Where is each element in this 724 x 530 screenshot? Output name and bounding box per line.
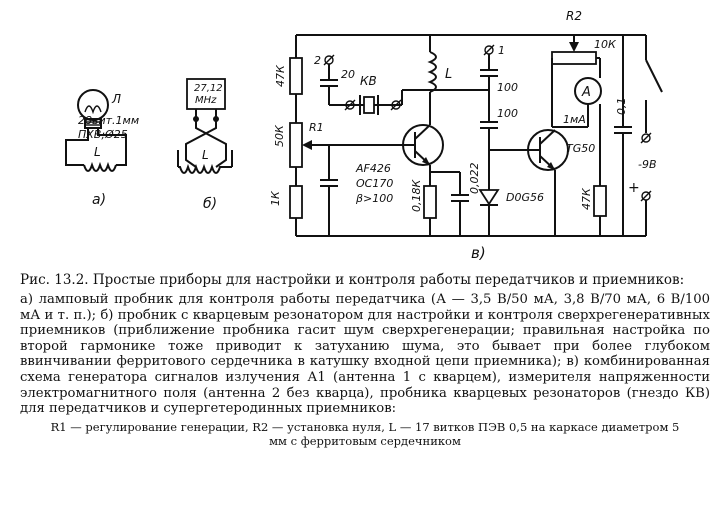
meter-letter: A (581, 85, 591, 100)
kv-socket-right (391, 100, 401, 110)
lamp-filament (84, 105, 102, 115)
label-r2-value: 10К (594, 38, 617, 51)
transistor-1-type-2: OC170 (356, 177, 393, 190)
label-r2: R2 (566, 9, 582, 23)
coil-ref-a: L (94, 145, 101, 159)
diode-d0g56 (478, 189, 500, 206)
caption-title: Рис. 13.2. Простые приборы для настройки… (20, 272, 710, 289)
label-47k-right: 47К (580, 187, 593, 210)
schematic-figure: Л 28вит.1мм ПХВ;Ø25 L а) 27,12 MHz L б) … (65, 9, 663, 262)
label-cap-100b: 100 (497, 107, 518, 120)
label-1k: 1К (269, 190, 282, 206)
coil-l (427, 51, 437, 93)
caption-figure-number: Рис. 13.2. (20, 272, 89, 288)
panel-b-crystal-probe: 27,12 MHz L б) (177, 78, 233, 212)
r2-wiper-arrow (569, 42, 579, 52)
lamp-ref: Л (111, 92, 121, 106)
pickup-coil-b (178, 163, 232, 174)
resistor-47k-right (593, 185, 607, 217)
panel-a-label: а) (92, 192, 106, 208)
label-cap-01: 0,1 (615, 98, 628, 116)
label-supply-plus: + (628, 180, 640, 196)
label-0-18k: 0,18К (410, 179, 423, 212)
panel-c-label: в) (471, 244, 486, 262)
transistor-1-type-1: AF426 (355, 162, 391, 175)
resistor-0-18k (423, 185, 437, 219)
resistor-1k (289, 185, 303, 219)
panel-c-combined-circuit: 47К 50К R1 1К 2 20 КВ (269, 9, 663, 262)
panel-b-label: б) (203, 196, 217, 212)
caption-title-text: Простые приборы для настройки и контроля… (92, 272, 685, 288)
label-r1: R1 (309, 121, 324, 134)
coil-ref-b: L (202, 148, 209, 162)
label-50k: 50К (273, 124, 286, 147)
crystal-resonator-box (186, 78, 226, 110)
crystal-kv (363, 96, 375, 114)
lamp-wire-right (97, 128, 127, 166)
lamp-base (84, 118, 102, 129)
pickup-coil-a (83, 161, 117, 172)
coil-spec-line-1: 28вит.1мм (78, 114, 139, 127)
antenna-2-label: 2 (314, 54, 321, 67)
power-switch (645, 59, 663, 93)
label-0022: 0,022 (468, 163, 481, 195)
transistor-1-gain: β>100 (355, 192, 393, 205)
label-47k-top: 47К (274, 64, 287, 87)
resistor-47k-top (289, 57, 303, 95)
label-diode: D0G56 (506, 191, 544, 204)
crossed-wire-2 (185, 119, 217, 168)
kv-socket-left (345, 100, 355, 110)
supply-plus-terminal (641, 191, 651, 201)
meter-range: 1мА (563, 113, 586, 126)
supply-minus-terminal (641, 133, 651, 143)
panel-a-lamp-probe: Л 28вит.1мм ПХВ;Ø25 L а) (65, 89, 139, 208)
caption-note: R1 — регулирование генерации, R2 — устан… (50, 419, 680, 448)
potentiometer-r1 (289, 122, 303, 168)
transistor-2 (527, 129, 569, 171)
figure-caption: Рис. 13.2. Простые приборы для настройки… (20, 272, 710, 448)
caption-body: а) ламповый пробник для контроля работы … (20, 292, 710, 417)
antenna-1-label: 1 (498, 44, 505, 57)
crossed-wire-1 (195, 119, 227, 168)
potentiometer-r2 (551, 51, 597, 65)
label-cap-20: 20 (341, 68, 355, 81)
label-cap-100a: 100 (497, 81, 518, 94)
crystal-freq-line-2: MHz (195, 95, 217, 106)
lamp-wire-left (65, 128, 89, 166)
coil-spec-line-2: ПХВ;Ø25 (78, 128, 128, 141)
label-supply-minus: -9В (638, 158, 657, 171)
r1-wiper-arrow (302, 140, 312, 150)
label-kv: КВ (360, 74, 377, 88)
label-coil-l: L (445, 67, 452, 82)
crystal-freq-line-1: 27,12 (194, 83, 223, 94)
label-tg50: TG50 (566, 142, 595, 155)
